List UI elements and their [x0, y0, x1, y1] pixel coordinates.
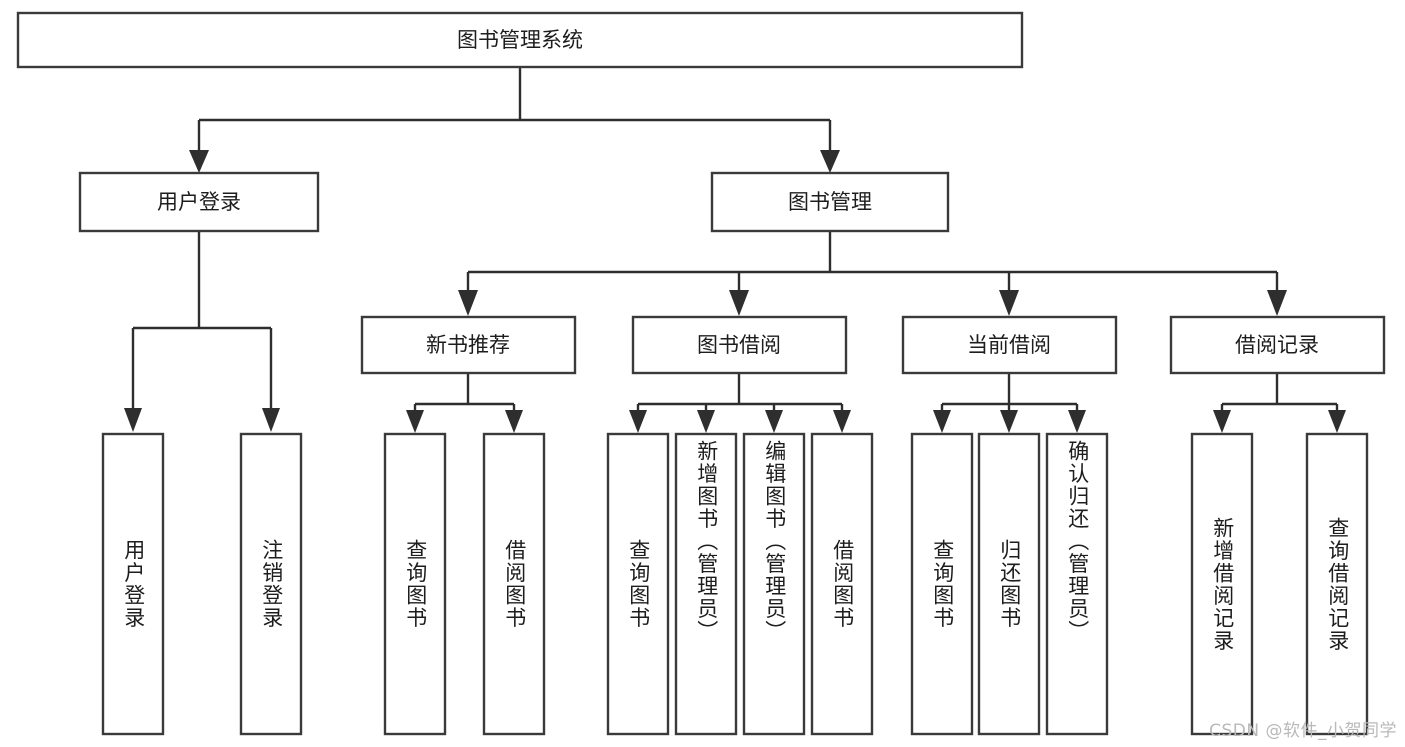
node-borrow-record-box[interactable]: [1169, 315, 1386, 375]
arrowhead-leaf-query-book-2: [629, 410, 647, 433]
arrowhead-leaf-add-record: [1213, 410, 1231, 433]
node-book-manage-box[interactable]: [710, 171, 950, 233]
connector-layer: [124, 67, 1346, 433]
arrowhead-leaf-borrow-book-2: [833, 410, 851, 433]
arrowhead-current-borrow: [999, 290, 1019, 316]
node-new-book-recommend[interactable]: 新书推荐: [360, 315, 577, 375]
arrowhead-leaf-edit-book: [765, 410, 783, 433]
node-user-login-box[interactable]: [78, 171, 320, 233]
node-leaf-user-logout-box[interactable]: [239, 432, 303, 736]
node-new-book-recommend-label: 新书推荐: [426, 333, 510, 357]
node-leaf-user-login-box[interactable]: [101, 432, 165, 736]
node-leaf-return-book-box[interactable]: [977, 432, 1041, 736]
arrowhead-leaf-query-book-1: [406, 410, 424, 433]
node-user-login-label: 用户登录: [157, 190, 241, 214]
arrowhead-borrow-record: [1267, 290, 1287, 316]
arrowhead-user-login: [189, 150, 209, 173]
arrowhead-book-manage: [820, 150, 840, 173]
node-root-box[interactable]: [16, 11, 1024, 69]
arrowhead-leaf-return-book: [1000, 410, 1018, 433]
arrowhead-book-borrow: [729, 290, 749, 316]
node-leaf-query-book-1-box[interactable]: [383, 432, 447, 736]
node-leaf-add-record-box[interactable]: [1190, 432, 1254, 736]
node-leaf-confirm-return-box[interactable]: [1045, 432, 1109, 736]
arrowhead-leaf-borrow-book-1: [505, 410, 523, 433]
node-book-borrow-label: 图书借阅: [697, 333, 781, 357]
node-current-borrow-label: 当前借阅: [967, 333, 1051, 357]
node-book-borrow[interactable]: 图书借阅: [631, 315, 848, 375]
node-leaf-query-book-3-box[interactable]: [910, 432, 974, 736]
node-borrow-record-label: 借阅记录: [1235, 333, 1319, 357]
arrowhead-leaf-add-book: [697, 410, 715, 433]
node-leaf-query-book-2-box[interactable]: [606, 432, 670, 736]
node-leaf-borrow-book-1-box[interactable]: [482, 432, 546, 736]
node-book-manage-label: 图书管理: [788, 190, 872, 214]
arrowhead-leaf-query-book-3: [933, 410, 951, 433]
arrowhead-leaf-confirm-return: [1068, 410, 1086, 433]
node-root[interactable]: 图书管理系统: [16, 11, 1024, 69]
node-book-borrow-box[interactable]: [631, 315, 848, 375]
node-book-manage[interactable]: 图书管理: [710, 171, 950, 233]
node-current-borrow[interactable]: 当前借阅: [901, 315, 1118, 375]
node-root-label: 图书管理系统: [457, 28, 583, 52]
arrowhead-new-book-recommend: [458, 290, 478, 316]
node-current-borrow-box[interactable]: [901, 315, 1118, 375]
node-user-login[interactable]: 用户登录: [78, 171, 320, 233]
watermark-text: CSDN @软件_小贺同学: [1209, 721, 1397, 741]
node-borrow-record[interactable]: 借阅记录: [1169, 315, 1386, 375]
arrowhead-leaf-query-record: [1328, 410, 1346, 433]
arrowhead-leaf-user-logout: [262, 408, 280, 432]
node-leaf-add-book-box[interactable]: [674, 432, 738, 736]
node-new-book-recommend-box[interactable]: [360, 315, 577, 375]
node-leaf-edit-book-box[interactable]: [742, 432, 806, 736]
node-leaf-borrow-book-2-box[interactable]: [810, 432, 874, 736]
arrowhead-leaf-user-login: [124, 408, 142, 432]
node-layer: 图书管理系统 用户登录 图书管理 新书推荐 图书借阅: [16, 11, 1386, 736]
node-leaf-query-record-box[interactable]: [1305, 432, 1369, 736]
